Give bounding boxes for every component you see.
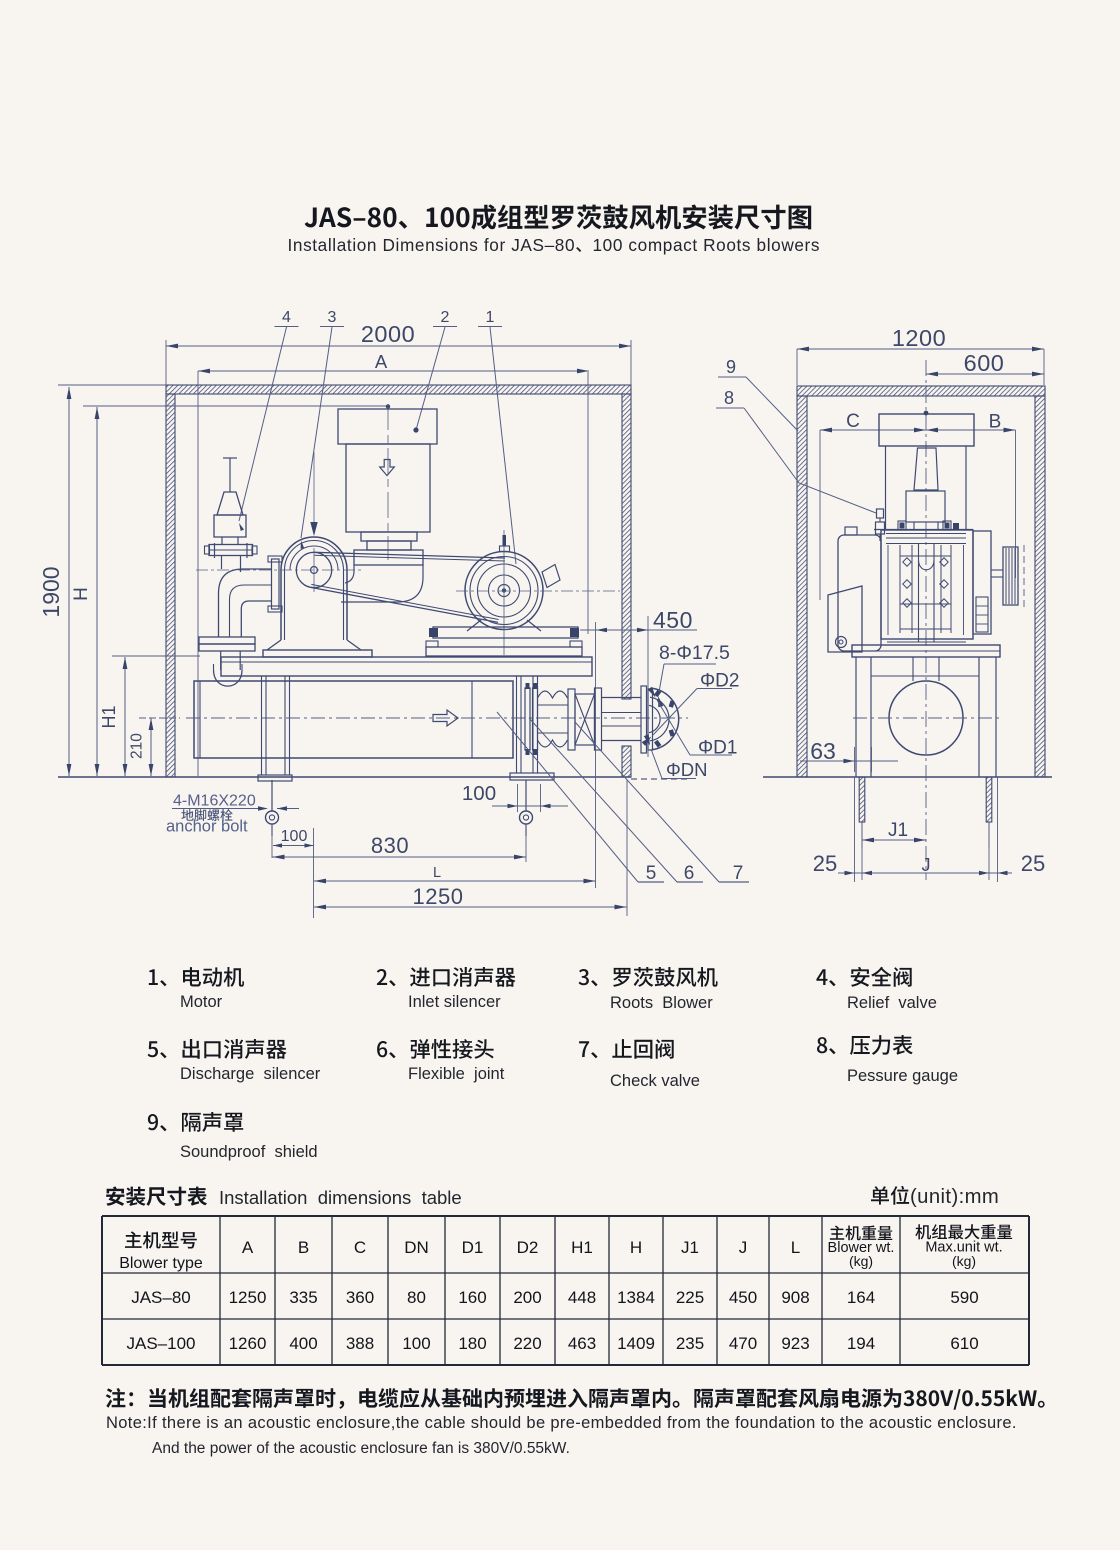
svg-text:194: 194 <box>847 1334 875 1353</box>
svg-text:J: J <box>739 1238 748 1257</box>
svg-text:Relief valve: Relief valve <box>847 994 937 1012</box>
svg-text:220: 220 <box>513 1334 541 1353</box>
svg-text:235: 235 <box>676 1334 704 1353</box>
svg-text:360: 360 <box>346 1288 374 1307</box>
svg-text:Discharge silencer: Discharge silencer <box>180 1065 321 1083</box>
svg-text:100: 100 <box>462 782 496 805</box>
svg-text:Check valve: Check valve <box>610 1072 700 1090</box>
svg-text:DN: DN <box>404 1238 429 1257</box>
svg-text:9: 9 <box>726 357 736 377</box>
svg-text:100 compact Roots blowers: 100 compact Roots blowers <box>593 235 821 255</box>
svg-text:180: 180 <box>458 1334 486 1353</box>
svg-text:1: 1 <box>486 309 495 326</box>
svg-text:1260: 1260 <box>229 1334 267 1353</box>
svg-text:L: L <box>791 1238 800 1257</box>
svg-text:1250: 1250 <box>229 1288 267 1307</box>
svg-text:400: 400 <box>289 1334 317 1353</box>
svg-text:908: 908 <box>781 1288 809 1307</box>
svg-text:600: 600 <box>964 350 1005 376</box>
svg-text:ΦD2: ΦD2 <box>700 671 739 692</box>
svg-text:J1: J1 <box>681 1238 699 1257</box>
svg-text:Soundproof shield: Soundproof shield <box>180 1143 318 1161</box>
svg-text:Pessure gauge: Pessure gauge <box>847 1067 958 1085</box>
svg-text:2000: 2000 <box>361 321 415 347</box>
svg-text:Blower type: Blower type <box>119 1255 203 1272</box>
svg-text:25: 25 <box>813 851 837 876</box>
svg-text:25: 25 <box>1021 851 1045 876</box>
svg-text:anchor bolt: anchor bolt <box>166 818 248 836</box>
svg-text:C: C <box>354 1238 366 1257</box>
svg-text:JAS–80: JAS–80 <box>131 1288 191 1307</box>
svg-text:1200: 1200 <box>892 325 946 351</box>
svg-text:164: 164 <box>847 1288 875 1307</box>
svg-text:D2: D2 <box>517 1238 539 1257</box>
svg-text:830: 830 <box>371 833 409 858</box>
svg-text:Flexible joint: Flexible joint <box>408 1065 505 1083</box>
svg-text:160: 160 <box>458 1288 486 1307</box>
svg-text:J: J <box>922 855 931 875</box>
svg-text:B: B <box>298 1238 309 1257</box>
svg-text:200: 200 <box>513 1288 541 1307</box>
svg-text:J1: J1 <box>888 820 908 841</box>
svg-text:335: 335 <box>289 1288 317 1307</box>
svg-text:4: 4 <box>282 309 291 326</box>
svg-text:388: 388 <box>346 1334 374 1353</box>
svg-text:And the power of the acoustic: And the power of the acoustic enclosure … <box>152 1440 570 1457</box>
svg-text:5: 5 <box>646 863 657 884</box>
svg-text:H: H <box>71 587 92 601</box>
svg-text:590: 590 <box>950 1288 978 1307</box>
svg-text:Installation Dimensions for JA: Installation Dimensions for JAS–80 <box>288 235 576 255</box>
svg-text:ΦD1: ΦD1 <box>698 738 737 759</box>
svg-text:610: 610 <box>950 1334 978 1353</box>
svg-text:448: 448 <box>568 1288 596 1307</box>
svg-text:L: L <box>433 865 441 881</box>
svg-text:450: 450 <box>653 607 693 633</box>
svg-text:Blower wt.: Blower wt. <box>828 1240 895 1256</box>
svg-text:100: 100 <box>402 1334 430 1353</box>
svg-text:470: 470 <box>729 1334 757 1353</box>
svg-text:B: B <box>989 412 1002 433</box>
svg-text:1409: 1409 <box>617 1334 655 1353</box>
svg-text:6: 6 <box>684 863 695 884</box>
svg-text:463: 463 <box>568 1334 596 1353</box>
svg-text:H: H <box>630 1238 642 1257</box>
svg-text:8: 8 <box>724 388 734 408</box>
svg-text:63: 63 <box>810 738 836 764</box>
svg-text:D1: D1 <box>462 1238 484 1257</box>
svg-text:3: 3 <box>328 309 337 326</box>
svg-text:7: 7 <box>733 863 744 884</box>
svg-text:Motor: Motor <box>180 993 223 1011</box>
svg-text:H1: H1 <box>99 705 119 728</box>
svg-text:H1: H1 <box>571 1238 593 1257</box>
svg-text:225: 225 <box>676 1288 704 1307</box>
svg-text:Installation dimensions tabl: Installation dimensions table <box>219 1187 462 1208</box>
svg-text:1384: 1384 <box>617 1288 655 1307</box>
svg-text:Roots Blower: Roots Blower <box>610 994 713 1012</box>
svg-text:4-M16X220: 4-M16X220 <box>173 793 256 810</box>
svg-text:Max.unit wt.: Max.unit wt. <box>925 1240 1002 1256</box>
svg-text:(kg): (kg) <box>952 1253 976 1269</box>
svg-text:1250: 1250 <box>413 884 464 909</box>
svg-text:1900: 1900 <box>38 566 64 617</box>
svg-text:923: 923 <box>781 1334 809 1353</box>
svg-text:A: A <box>242 1238 254 1257</box>
svg-text:450: 450 <box>729 1288 757 1307</box>
svg-text:210: 210 <box>129 733 146 759</box>
svg-text:80: 80 <box>407 1288 426 1307</box>
svg-text:Inlet silencer: Inlet silencer <box>408 993 501 1011</box>
svg-text:100: 100 <box>281 828 308 845</box>
svg-text:(kg): (kg) <box>849 1253 873 1269</box>
svg-text:JAS–100: JAS–100 <box>127 1334 196 1353</box>
svg-text:8-Φ17.5: 8-Φ17.5 <box>659 642 730 664</box>
svg-text:(unit):mm: (unit):mm <box>910 1186 999 1208</box>
svg-text:2: 2 <box>441 309 450 326</box>
svg-text:C: C <box>846 411 860 432</box>
svg-text:ΦDN: ΦDN <box>666 759 707 780</box>
svg-text:A: A <box>375 351 388 372</box>
svg-text:Note:If there is an acoustic e: Note:If there is an acoustic enclosure,t… <box>106 1414 1017 1432</box>
